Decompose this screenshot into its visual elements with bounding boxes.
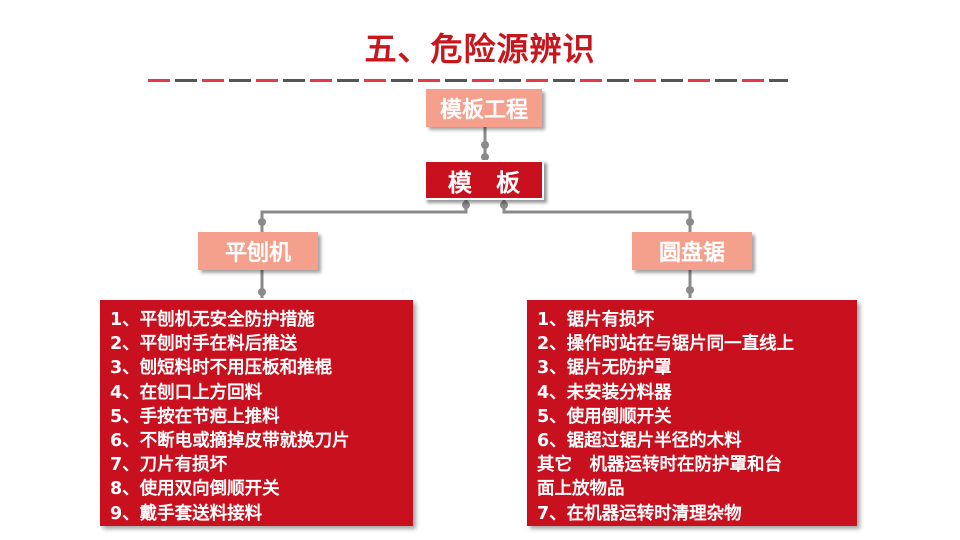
list-item: 3、刨短料时不用压板和推棍 [110, 358, 333, 379]
list-item: 5、使用倒顺开关 [537, 406, 672, 427]
list-item: 其它 机器运转时在防护罩和台 [537, 455, 782, 476]
root-node: 模板工程 [426, 89, 542, 127]
center-node: 模 板 [424, 160, 544, 200]
connector-dot [481, 141, 489, 149]
list-item: 1、锯片有损坏 [537, 310, 655, 330]
connector-center-right [502, 200, 692, 232]
connector-center-left [260, 200, 468, 232]
title-divider [148, 79, 788, 82]
list-item: 1、平刨机无安全防护措施 [110, 310, 315, 330]
list-item: 2、操作时站在与锯片同一直线上 [537, 334, 795, 355]
list-item: 7、在机器运转时清理杂物 [537, 503, 742, 524]
connector-dot [481, 153, 489, 161]
list-item: 5、手按在节疤上推料 [110, 406, 280, 427]
connector-dot [258, 288, 266, 296]
list-item: 4、未安装分料器 [537, 382, 672, 403]
connector-dot [686, 286, 694, 294]
list-item: 6、锯超过锯片半径的木料 [537, 431, 742, 452]
list-item: 7、刀片有损坏 [110, 455, 228, 476]
page-title: 五、危险源辨识 [364, 30, 596, 68]
list-item: 2、平刨时手在料后推送 [110, 334, 298, 355]
connector-dot [462, 201, 470, 209]
list-item: 3、锯片无防护罩 [537, 358, 672, 379]
list-item: 面上放物品 [537, 479, 625, 500]
list-item: 9、戴手套送料接料 [110, 503, 263, 524]
connector-dot [258, 218, 266, 226]
right-hazard-list: 1、锯片有损坏 2、操作时站在与锯片同一直线上 3、锯片无防护罩 4、未安装分料… [527, 300, 857, 526]
list-item: 8、使用双向倒顺开关 [110, 479, 280, 500]
list-item: 4、在刨口上方回料 [110, 382, 263, 403]
connector-dot [500, 201, 508, 209]
connector-dot [686, 218, 694, 226]
list-item: 6、不断电或摘掉皮带就换刀片 [110, 431, 350, 452]
left-hazard-list: 1、平刨机无安全防护措施 2、平刨时手在料后推送 3、刨短料时不用压板和推棍 4… [100, 300, 413, 526]
right-category-node: 圆盘锯 [632, 232, 752, 270]
left-category-node: 平刨机 [198, 232, 318, 270]
